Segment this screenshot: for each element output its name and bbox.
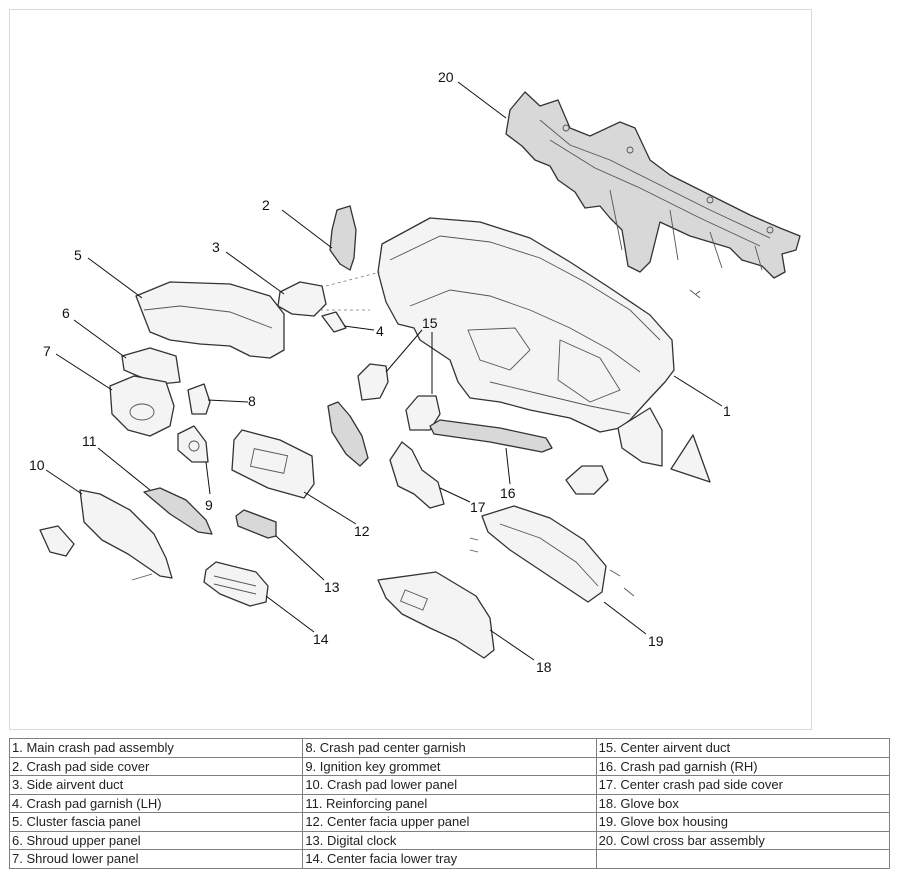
legend-item-3: 3. Side airvent duct	[8, 775, 304, 795]
cluster-fascia-panel	[135, 281, 285, 359]
center-airvent-duct-left	[357, 363, 389, 401]
legend-item-9: 9. Ignition key grommet	[302, 756, 597, 776]
main-crash-pad-assembly	[377, 217, 675, 467]
legend-item-15: 15. Center airvent duct	[595, 738, 891, 758]
cowl-cross-bar-assembly	[505, 91, 801, 299]
callout-1: 1	[723, 403, 731, 419]
exploded-parts-diagram: 1 2 3 4 5 6 7 8 9 10 11 12 13 14 15 16 1…	[9, 9, 812, 730]
digital-clock	[235, 509, 277, 539]
callout-16: 16	[500, 485, 516, 501]
shroud-upper-panel	[121, 347, 181, 385]
legend-item-empty	[595, 849, 891, 869]
legend-item-4: 4. Crash pad garnish (LH)	[8, 793, 304, 813]
callout-19: 19	[648, 633, 664, 649]
callout-8: 8	[248, 393, 256, 409]
diagram-canvas: 1 2 3 4 5 6 7 8 9 10 11 12 13 14 15 16 1…	[29, 69, 801, 675]
callout-4: 4	[376, 323, 384, 339]
callout-13: 13	[324, 579, 340, 595]
legend-row: 3. Side airvent duct 10. Crash pad lower…	[8, 775, 891, 795]
callout-18: 18	[536, 659, 552, 675]
crash-pad-garnish-lh	[321, 311, 347, 333]
center-crash-pad-side-cover	[389, 441, 445, 509]
crash-pad-garnish-rh	[429, 419, 553, 453]
parts-legend-table: 1. Main crash pad assembly 8. Crash pad …	[8, 738, 891, 869]
callout-9: 9	[205, 497, 213, 513]
center-airvent-duct-right	[405, 395, 441, 431]
legend-item-18: 18. Glove box	[595, 793, 891, 813]
callout-17: 17	[470, 499, 486, 515]
leader-lines	[45, 81, 723, 661]
legend-row: 4. Crash pad garnish (LH) 11. Reinforcin…	[8, 793, 891, 813]
glove-box-housing	[481, 505, 607, 603]
legend-item-5: 5. Cluster fascia panel	[8, 812, 304, 832]
callout-3: 3	[212, 239, 220, 255]
callout-12: 12	[354, 523, 370, 539]
callout-15: 15	[422, 315, 438, 331]
shroud-lower-panel	[109, 375, 175, 437]
callout-20: 20	[438, 69, 454, 85]
legend-item-14: 14. Center facia lower tray	[302, 849, 597, 869]
legend-item-16: 16. Crash pad garnish (RH)	[595, 756, 891, 776]
crash-pad-side-cover	[329, 205, 357, 271]
legend-item-10: 10. Crash pad lower panel	[302, 775, 597, 795]
reinforcing-panel	[143, 487, 213, 535]
legend-item-19: 19. Glove box housing	[595, 812, 891, 832]
callout-7: 7	[43, 343, 51, 359]
callout-6: 6	[62, 305, 70, 321]
crash-pad-center-garnish	[187, 383, 211, 415]
callout-labels: 1 2 3 4 5 6 7 8 9 10 11 12 13 14 15 16 1…	[29, 69, 731, 675]
callout-2: 2	[262, 197, 270, 213]
legend-item-13: 13. Digital clock	[302, 830, 597, 850]
legend-row: 6. Shroud upper panel 13. Digital clock …	[8, 830, 891, 850]
callout-11: 11	[82, 433, 97, 449]
legend-row: 2. Crash pad side cover 9. Ignition key …	[8, 756, 891, 776]
callout-14: 14	[313, 631, 329, 647]
glove-box	[377, 571, 495, 659]
legend-item-17: 17. Center crash pad side cover	[595, 775, 891, 795]
legend-item-2: 2. Crash pad side cover	[8, 756, 304, 776]
legend-item-20: 20. Cowl cross bar assembly	[595, 830, 891, 850]
legend-item-6: 6. Shroud upper panel	[8, 830, 304, 850]
callout-5: 5	[74, 247, 82, 263]
ignition-key-grommet	[177, 425, 209, 463]
legend-item-8: 8. Crash pad center garnish	[302, 738, 597, 758]
crash-pad-lower-panel	[79, 489, 173, 579]
legend-row: 5. Cluster fascia panel 12. Center facia…	[8, 812, 891, 832]
legend-item-11: 11. Reinforcing panel	[302, 793, 597, 813]
callout-10: 10	[29, 457, 45, 473]
legend-item-12: 12. Center facia upper panel	[302, 812, 597, 832]
legend-item-7: 7. Shroud lower panel	[8, 849, 304, 869]
side-airvent-duct	[277, 281, 327, 317]
legend-item-1: 1. Main crash pad assembly	[8, 738, 304, 758]
center-facia-upper-panel	[231, 429, 315, 499]
center-facia-lower-tray	[203, 561, 269, 607]
legend-row: 1. Main crash pad assembly 8. Crash pad …	[8, 738, 891, 758]
legend-row: 7. Shroud lower panel 14. Center facia l…	[8, 849, 891, 869]
